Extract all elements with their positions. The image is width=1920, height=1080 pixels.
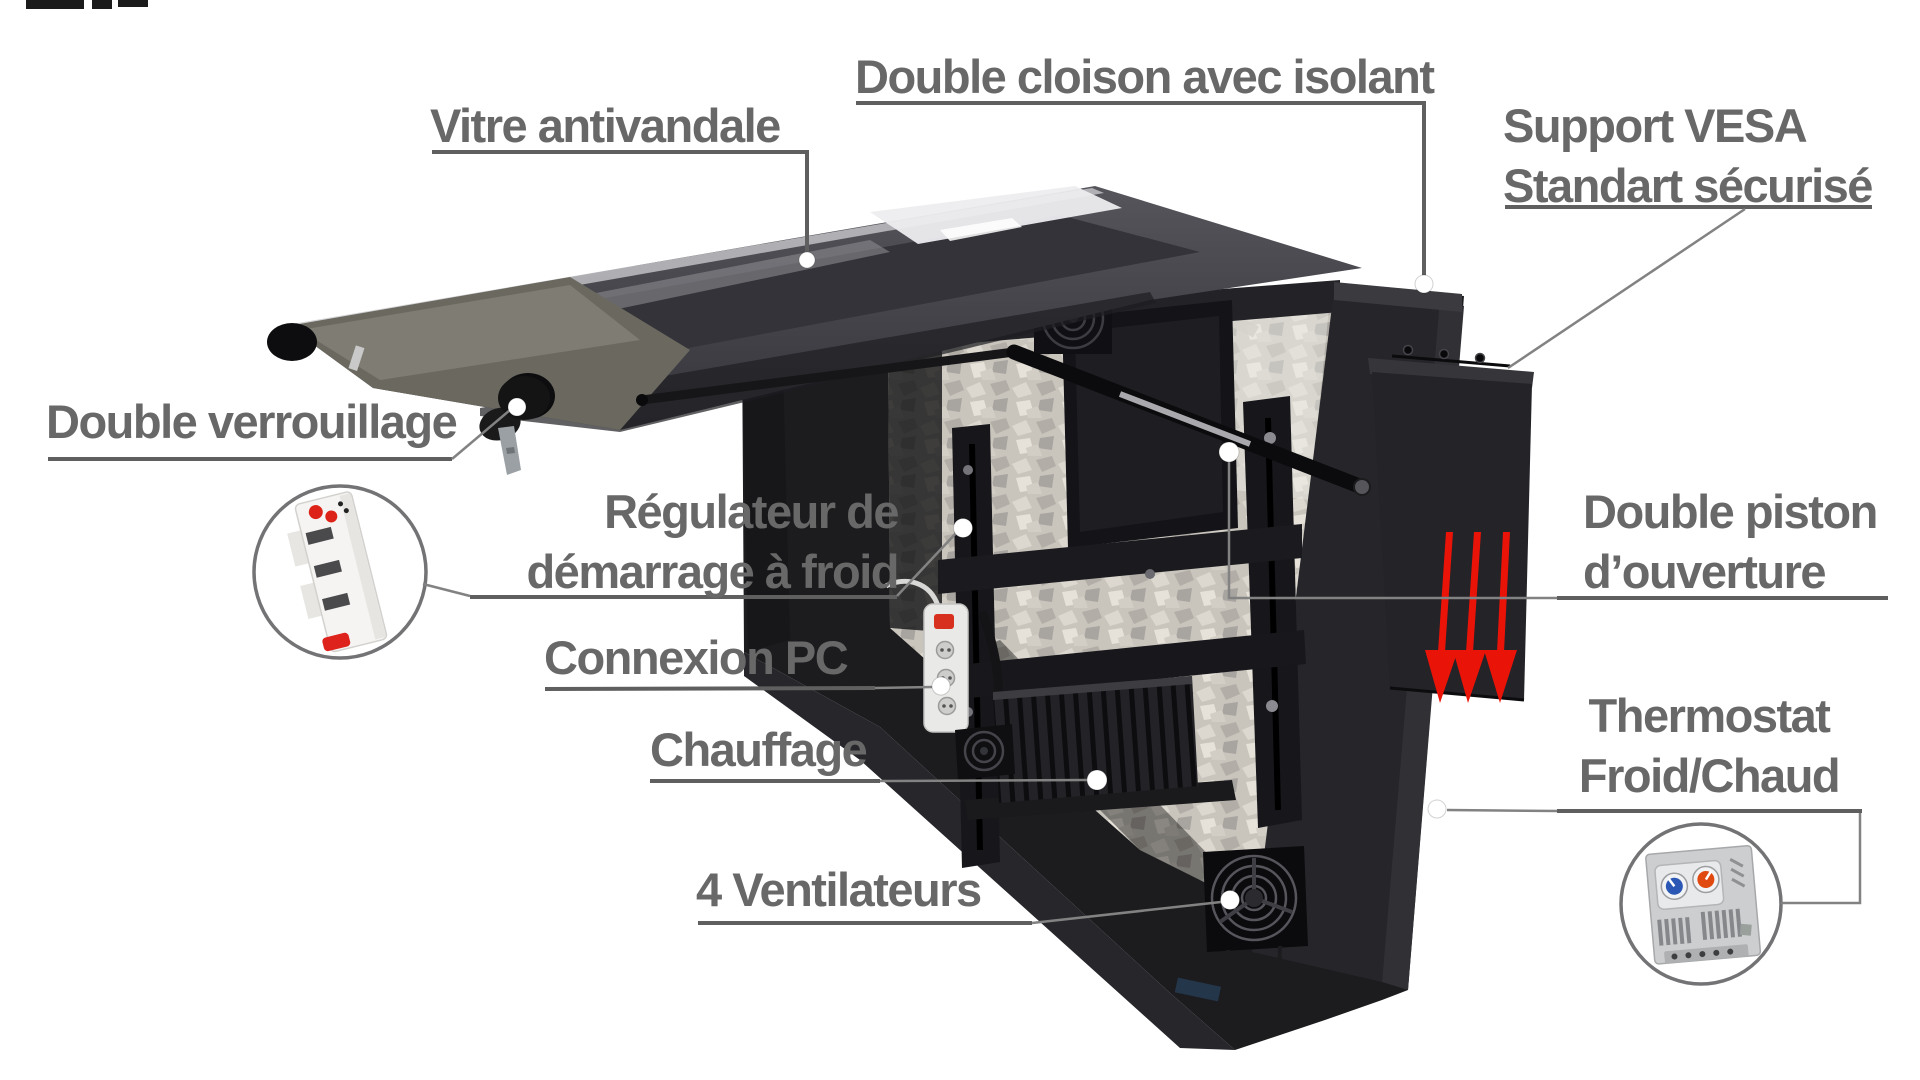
regulateur-inset [252, 484, 428, 660]
label-underlines [48, 101, 1888, 925]
callout-connexion-pc: Connexion PC [544, 628, 849, 688]
leader-lines [422, 207, 1862, 925]
callout-line: Froid/Chaud [1578, 749, 1841, 802]
callout-label: 4 Ventilateurs [696, 863, 982, 916]
power-switch [934, 614, 954, 629]
fan-mid [955, 724, 1015, 780]
bottom-vent-slot [1174, 977, 1221, 1002]
callout-regulateur: Régulateur de démarrage à froid [430, 482, 899, 602]
callout-line: Standart sécurisé [1503, 159, 1873, 212]
callout-line: d’ouverture [1583, 545, 1827, 598]
marker-dot-vitre [798, 251, 816, 269]
marker-dots [507, 251, 1447, 910]
marker-dot-cloison [1414, 274, 1434, 294]
airflow-arrow [1484, 532, 1517, 703]
callout-line: démarrage à froid [526, 545, 899, 598]
callout-label: Double cloison avec isolant [855, 50, 1435, 103]
callout-double-cloison: Double cloison avec isolant [855, 47, 1435, 107]
callout-line: Support VESA [1503, 99, 1808, 152]
marker-dot-verrouillage [507, 397, 527, 417]
callout-double-verrouillage: Double verrouillage [46, 392, 458, 452]
marker-dot-regulateur [953, 518, 973, 538]
airflow-arrow [1425, 532, 1458, 703]
marker-dot-connexion [931, 676, 951, 696]
fan-bottom-right [1203, 846, 1308, 1031]
callout-support-vesa: Support VESA Standart sécurisé [1503, 96, 1873, 216]
heater-unit [965, 676, 1236, 820]
callout-label: Double verrouillage [46, 395, 458, 448]
callout-line: Double piston [1583, 485, 1878, 538]
piston-housing-box [1368, 358, 1534, 702]
marker-dot-chauffage [1086, 769, 1108, 791]
callout-label: Connexion PC [544, 631, 849, 684]
marker-dot-thermostat [1427, 799, 1447, 819]
gas-strut-arm [636, 344, 1371, 496]
callout-ventilateurs: 4 Ventilateurs [696, 860, 982, 920]
marker-dot-piston [1218, 441, 1240, 463]
airflow-arrows [1425, 532, 1517, 703]
top-left-crop-artifact [26, 0, 148, 9]
dual-thermostat-device [1645, 844, 1762, 965]
marker-dot-ventilateurs [1220, 890, 1240, 910]
callout-vitre-antivandale: Vitre antivandale [430, 96, 781, 156]
callout-line: Thermostat [1588, 689, 1831, 742]
thermostat-inset [1619, 822, 1783, 986]
callout-line: Régulateur de [604, 485, 899, 538]
callout-thermostat: Thermostat Froid/Chaud [1556, 686, 1862, 806]
cold-start-regulator-device [287, 491, 388, 653]
airflow-arrow [1453, 532, 1486, 703]
lock-knob-left [267, 323, 317, 361]
callout-chauffage: Chauffage [650, 720, 868, 780]
callout-double-piston: Double piston d’ouverture [1583, 482, 1878, 602]
callout-label: Chauffage [650, 723, 868, 776]
din-clip [322, 632, 351, 652]
callout-label: Vitre antivandale [430, 99, 781, 152]
